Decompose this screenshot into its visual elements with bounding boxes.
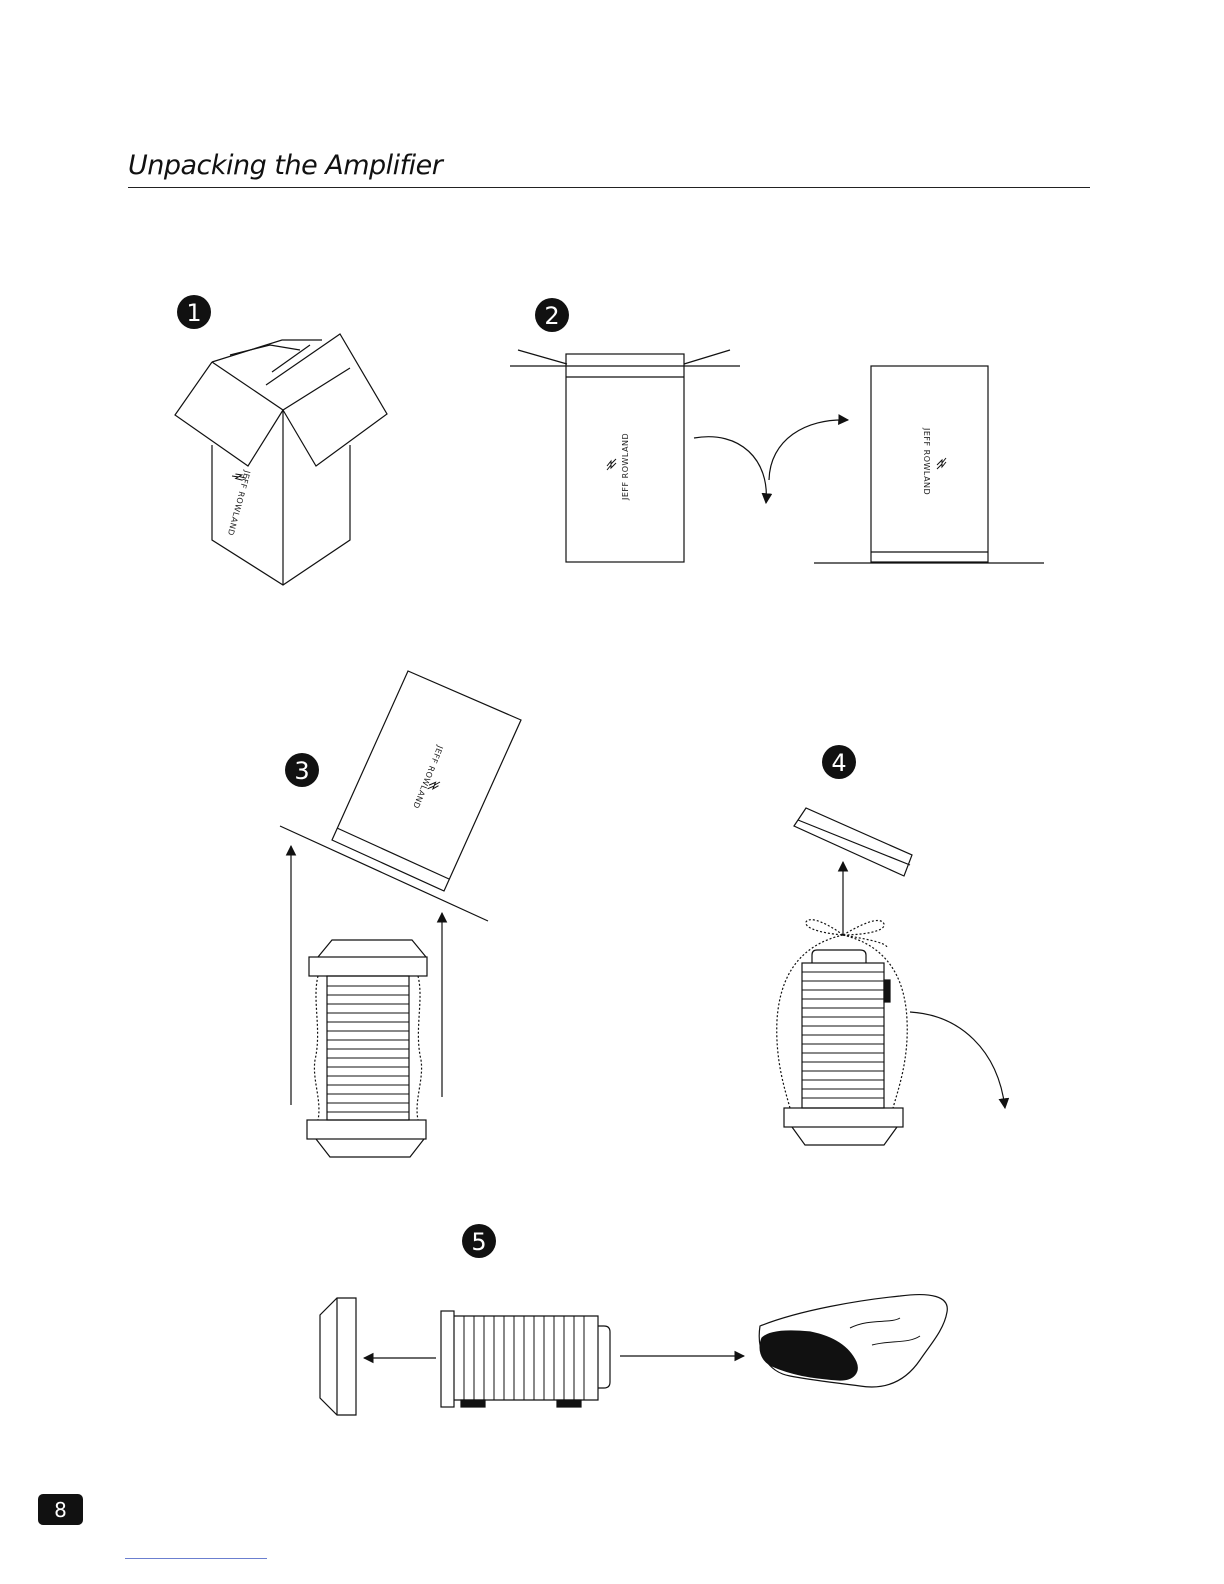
step-2-brand-text-left: JEFF ROWLAND [621,433,630,501]
step-2-flip-arrow-up [769,420,848,480]
step-1-brand-text: JEFF ROWLAND [226,469,252,537]
step-3-badge: 3 [285,753,319,787]
step-1-open-box-drawing [175,334,387,585]
step-5-amplifier-side-drawing [441,1311,610,1407]
rowland-logo-icon [937,458,946,469]
step-5-badge: 5 [462,1224,496,1258]
step-2-box-logo-left: JEFF ROWLAND [621,433,630,501]
step-1-box-logo: JEFF ROWLAND [226,469,252,537]
step-2-brand-text-right: JEFF ROWLAND [922,427,931,495]
step-4-bag-removal-arrow [910,1012,1005,1108]
step-2-box-logo-right: JEFF ROWLAND [922,427,931,495]
step-5-empty-bag-drawing [759,1295,947,1387]
step-3-box-logo: JEFF ROWLAND [411,743,445,810]
step-4-badge: 4 [822,745,856,779]
page-number: 8 [38,1494,83,1525]
step-1-number: 1 [186,299,201,327]
step-4-bagged-amplifier-drawing [777,920,908,1145]
step-4-top-cap-drawing [794,808,912,876]
step-5-number: 5 [471,1228,486,1256]
step-2-badge: 2 [535,298,569,332]
step-2-number: 2 [544,302,559,330]
step-3-brand-text: JEFF ROWLAND [411,743,445,810]
step-3-tilted-box-drawing [280,671,521,921]
footer-rule [125,1558,267,1559]
step-3-amplifier-drawing [307,940,427,1157]
step-4-number: 4 [831,749,846,777]
step-1-badge: 1 [177,295,211,329]
rowland-logo-icon [607,459,616,470]
step-5-end-cap-drawing [320,1298,356,1415]
step-3-number: 3 [294,757,309,785]
step-2-flip-arrow-down [694,437,766,503]
